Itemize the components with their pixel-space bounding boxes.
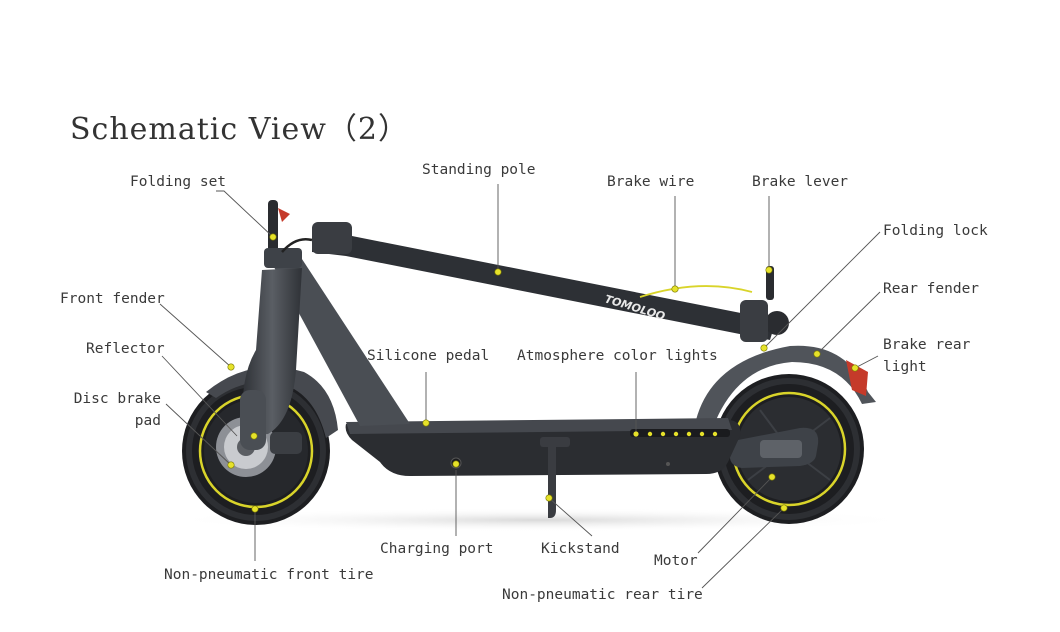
- frame-neck: [268, 256, 410, 426]
- label-front-fender: Front fender: [60, 291, 165, 307]
- label-motor: Motor: [654, 553, 698, 569]
- label-folding-set: Folding set: [130, 174, 227, 190]
- label-rear-tire: Non-pneumatic rear tire: [502, 587, 703, 603]
- label-reflector: Reflector: [86, 341, 165, 357]
- label-disc-brake-pad-line1: Disc brake: [73, 391, 161, 407]
- label-charging-port: Charging port: [380, 541, 494, 557]
- label-atmosphere-lights: Atmosphere color lights: [517, 348, 718, 364]
- brake-wire: [639, 285, 753, 298]
- label-disc-brake-pad-line2: pad: [134, 413, 161, 429]
- brake-lever: [766, 266, 774, 300]
- label-silicone-pedal: Silicone pedal: [367, 348, 490, 364]
- label-rear-fender: Rear fender: [883, 281, 980, 297]
- label-front-tire: Non-pneumatic front tire: [164, 567, 374, 583]
- rear-light: [846, 360, 868, 396]
- label-brake-rear-light-line1: Brake rear: [883, 337, 971, 353]
- label-brake-wire: Brake wire: [607, 174, 695, 190]
- handle-grip: [268, 200, 278, 256]
- ground-shadow: [160, 508, 920, 532]
- label-standing-pole: Standing pole: [422, 162, 536, 178]
- label-brake-lever: Brake lever: [752, 174, 849, 190]
- label-folding-lock: Folding lock: [883, 223, 988, 239]
- label-brake-rear-light-line2: light: [883, 359, 927, 375]
- folding-lock-knob: [765, 311, 789, 335]
- rear-fender: [696, 345, 876, 420]
- standing-pole: [312, 230, 776, 340]
- kickstand: [540, 437, 570, 447]
- diagram-title: Schematic View（2）: [70, 112, 410, 147]
- label-kickstand: Kickstand: [541, 541, 620, 557]
- front-fender: [206, 367, 338, 438]
